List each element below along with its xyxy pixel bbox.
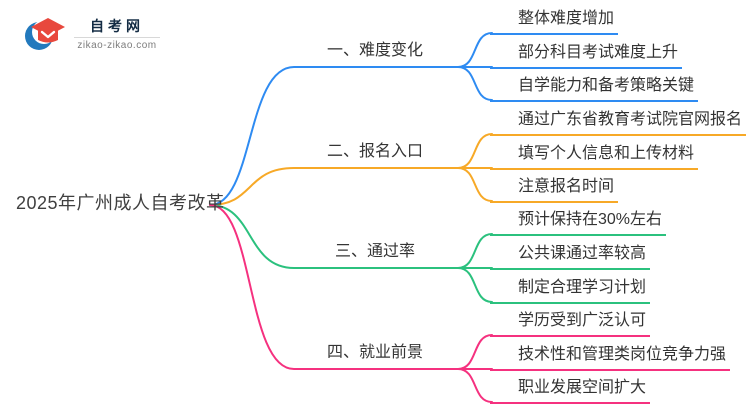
logo-title: 自考网 [90, 17, 144, 34]
leaf-node[interactable]: 职业发展空间扩大 [490, 378, 651, 404]
logo-divider [74, 36, 160, 38]
leaf-node[interactable]: 自学能力和备考策略关键 [490, 76, 699, 102]
leaf-node[interactable]: 公共课通过率较高 [490, 244, 651, 270]
branch-leaf-path [457, 267, 493, 303]
branch-wires-registration [209, 133, 493, 206]
branch-leaf-path [457, 334, 493, 370]
branch-wires-employment [209, 204, 493, 403]
zikao-site-logo[interactable]: 自考网 zikao-zikao.com [24, 12, 160, 56]
leaf-node[interactable]: 预计保持在30%左右 [490, 210, 667, 236]
branch-leaf-path [457, 368, 493, 403]
branch-leaf-path [457, 233, 493, 269]
branch-leaf-path [457, 167, 493, 202]
leaf-node[interactable]: 制定合理学习计划 [490, 278, 651, 304]
branch-main-path [209, 167, 493, 206]
branch-leaf-path [457, 66, 493, 101]
graduation-cap-logo-icon [25, 18, 65, 50]
leaf-node[interactable]: 部分科目考试难度上升 [490, 43, 683, 69]
branch-leaf-path [457, 133, 493, 169]
branch-node-registration[interactable]: 二、报名入口 [326, 143, 423, 160]
branch-leaf-path [457, 32, 493, 68]
logo-text-block: 自考网 zikao-zikao.com [74, 17, 160, 52]
leaf-node[interactable]: 填写个人信息和上传材料 [490, 144, 699, 170]
branch-node-pass-rate[interactable]: 三、通过率 [334, 243, 415, 260]
branch-main-path [209, 204, 493, 269]
branch-wires-pass-rate [209, 204, 493, 303]
branch-main-path [209, 204, 493, 370]
leaf-node[interactable]: 技术性和管理类岗位竞争力强 [490, 345, 731, 371]
leaf-node[interactable]: 整体难度增加 [490, 9, 619, 35]
leaf-node[interactable]: 学历受到广泛认可 [490, 311, 651, 337]
leaf-node[interactable]: 通过广东省教育考试院官网报名 [490, 110, 747, 136]
branch-node-employment[interactable]: 四、就业前景 [326, 344, 423, 361]
branch-main-path [209, 66, 493, 206]
logo-domain: zikao-zikao.com [77, 39, 157, 51]
root-node[interactable]: 2025年广州成人自考改革 [16, 193, 225, 213]
branch-wires-difficulty [209, 32, 493, 206]
leaf-node[interactable]: 注意报名时间 [490, 177, 619, 203]
branch-node-difficulty[interactable]: 一、难度变化 [326, 42, 423, 59]
